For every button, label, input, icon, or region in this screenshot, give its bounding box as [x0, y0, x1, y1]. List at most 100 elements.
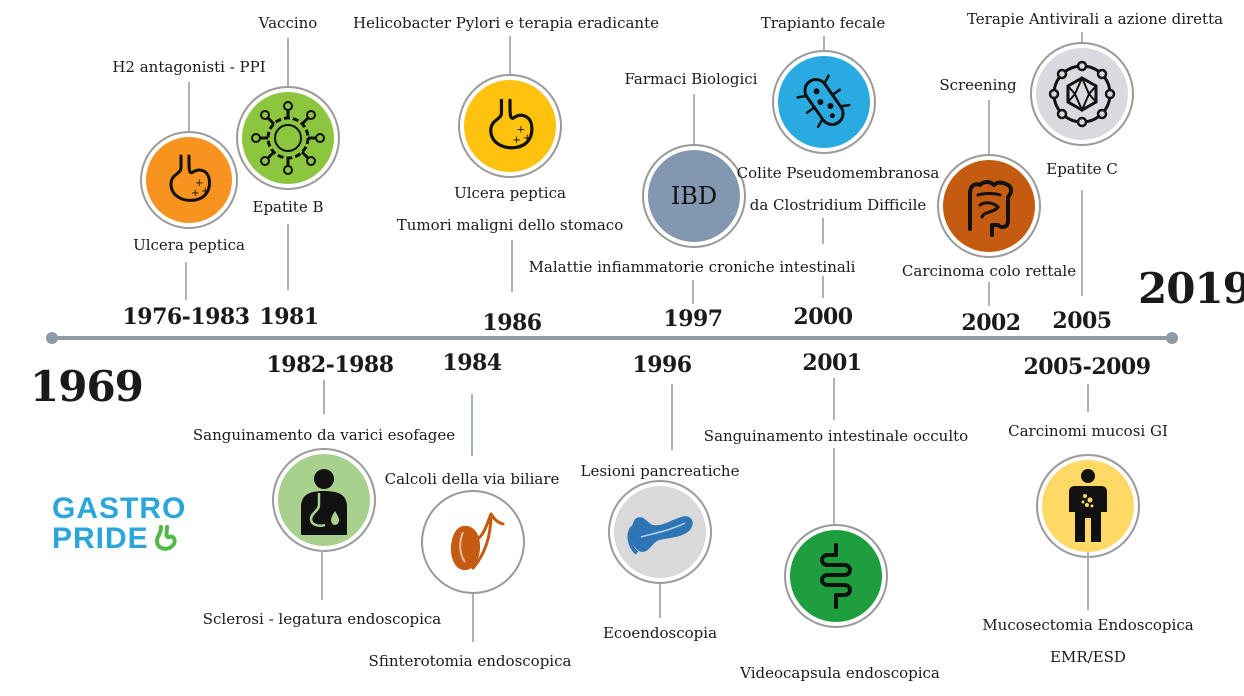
body-icon [1042, 460, 1134, 552]
event-year: 1982-1988 [266, 352, 394, 378]
therapy-label: Videocapsula endoscopica [740, 664, 940, 682]
virus-icon [242, 92, 334, 184]
logo-line-1: GASTRO [52, 492, 187, 525]
connector-line [1081, 32, 1083, 46]
connector-line [287, 224, 289, 290]
gastropride-logo: GASTRO PRIDE [52, 494, 186, 554]
event-year: 2000 [793, 304, 853, 330]
disease-label: Calcoli della via biliare [384, 470, 560, 488]
connector-line [188, 82, 190, 134]
connector-line [833, 378, 835, 420]
connector-line [1087, 384, 1089, 412]
antiviral-icon [1036, 48, 1128, 140]
stomach-icon: +++ [146, 137, 232, 223]
connector-line [511, 240, 513, 292]
end-year: 2019 [1138, 264, 1244, 313]
event-year: 1981 [259, 304, 319, 330]
therapy-label: Helicobacter Pylori e terapia eradicante [353, 14, 659, 32]
therapy-label: H2 antagonisti - PPI [112, 58, 266, 76]
connector-line [822, 218, 824, 244]
connector-line [185, 262, 187, 300]
stomach-icon: +++ [464, 80, 556, 172]
therapy-label: Screening [939, 76, 1017, 94]
therapy-label: Vaccino [258, 14, 318, 32]
timeline-start-dot [46, 332, 58, 344]
svg-text:+: + [516, 122, 525, 135]
disease-label: Ulcera peptica [133, 236, 245, 254]
event-icon-circle [421, 490, 525, 594]
start-year: 1969 [30, 362, 144, 411]
disease-label: Sanguinamento da varici esofagee [192, 426, 456, 444]
therapy-label-line-2: EMR/ESD [1050, 648, 1126, 666]
logo-line-2: PRIDE [52, 522, 149, 555]
event-icon-circle [937, 154, 1041, 258]
event-icon-circle [236, 86, 340, 190]
event-year: 2002 [961, 310, 1021, 336]
event-year: 1984 [442, 350, 502, 376]
ibd-icon: IBD [648, 150, 740, 242]
disease-label-line-2: Tumori maligni dello stomaco [396, 216, 624, 234]
svg-text:+: + [523, 131, 532, 144]
ibd-icon-label: IBD [670, 182, 718, 210]
disease-label-line-1: Colite Pseudomembranosa [736, 164, 940, 182]
connector-line [323, 380, 325, 414]
event-icon-circle: +++ [140, 131, 238, 229]
disease-label: Sanguinamento intestinale occulto [703, 427, 969, 445]
therapy-label: Farmaci Biologici [624, 70, 758, 88]
svg-text:+: + [191, 188, 199, 199]
event-icon-circle [272, 448, 376, 552]
connector-line [1081, 190, 1083, 296]
disease-label: Lesioni pancreatiche [580, 462, 740, 480]
connector-line [693, 94, 695, 148]
event-icon-circle [772, 50, 876, 154]
connector-line [692, 280, 694, 304]
connector-line [471, 394, 473, 456]
connector-line [988, 100, 990, 156]
disease-label-line-2: da Clostridium Difficile [749, 196, 927, 214]
bacteria-icon [778, 56, 870, 148]
svg-text:+: + [512, 133, 521, 146]
event-year: 2005 [1052, 308, 1112, 334]
connector-line [822, 276, 824, 298]
event-icon-circle [1030, 42, 1134, 146]
therapy-label: Sfinterotomia endoscopica [368, 652, 572, 670]
svg-text:+: + [195, 178, 203, 189]
therapy-label: Sclerosi - legatura endoscopica [202, 610, 442, 628]
connector-line [833, 448, 835, 526]
disease-label: Epatite B [252, 198, 324, 216]
therapy-label-line-1: Mucosectomia Endoscopica [982, 616, 1194, 634]
event-year: 2005-2009 [1023, 354, 1151, 380]
event-icon-circle [784, 524, 888, 628]
disease-label: Carcinomi mucosi GI [1008, 422, 1168, 440]
event-icon-circle: +++ [458, 74, 562, 178]
connector-line [472, 594, 474, 642]
intestine-icon [790, 530, 882, 622]
connector-line [287, 38, 289, 88]
disease-label-line-1: Ulcera peptica [454, 184, 566, 202]
logo-stomach-icon [154, 525, 177, 551]
therapy-label: Terapie Antivirali a azione diretta [966, 10, 1224, 28]
therapy-label: Ecoendoscopia [602, 624, 718, 642]
event-icon-circle: IBD [642, 144, 746, 248]
timeline-end-dot [1166, 332, 1178, 344]
connector-line [321, 550, 323, 600]
connector-line [509, 36, 511, 76]
pancreas-icon [614, 486, 706, 578]
event-icon-circle [608, 480, 712, 584]
event-year: 1996 [632, 352, 692, 378]
gallbladder-icon [427, 496, 519, 588]
event-icon-circle [1036, 454, 1140, 558]
connector-line [1087, 552, 1089, 610]
therapy-label: Trapianto fecale [760, 14, 886, 32]
disease-label: Carcinoma colo rettale [901, 262, 1077, 280]
connector-line [823, 36, 825, 54]
patient-icon [278, 454, 370, 546]
event-year: 2001 [802, 350, 862, 376]
svg-text:+: + [201, 186, 209, 197]
connector-line [671, 384, 673, 450]
disease-label: Epatite C [1046, 160, 1118, 178]
connector-line [988, 282, 990, 306]
connector-line [659, 584, 661, 618]
disease-label: Malattie infiammatorie croniche intestin… [528, 258, 856, 276]
event-year: 1997 [663, 306, 723, 332]
